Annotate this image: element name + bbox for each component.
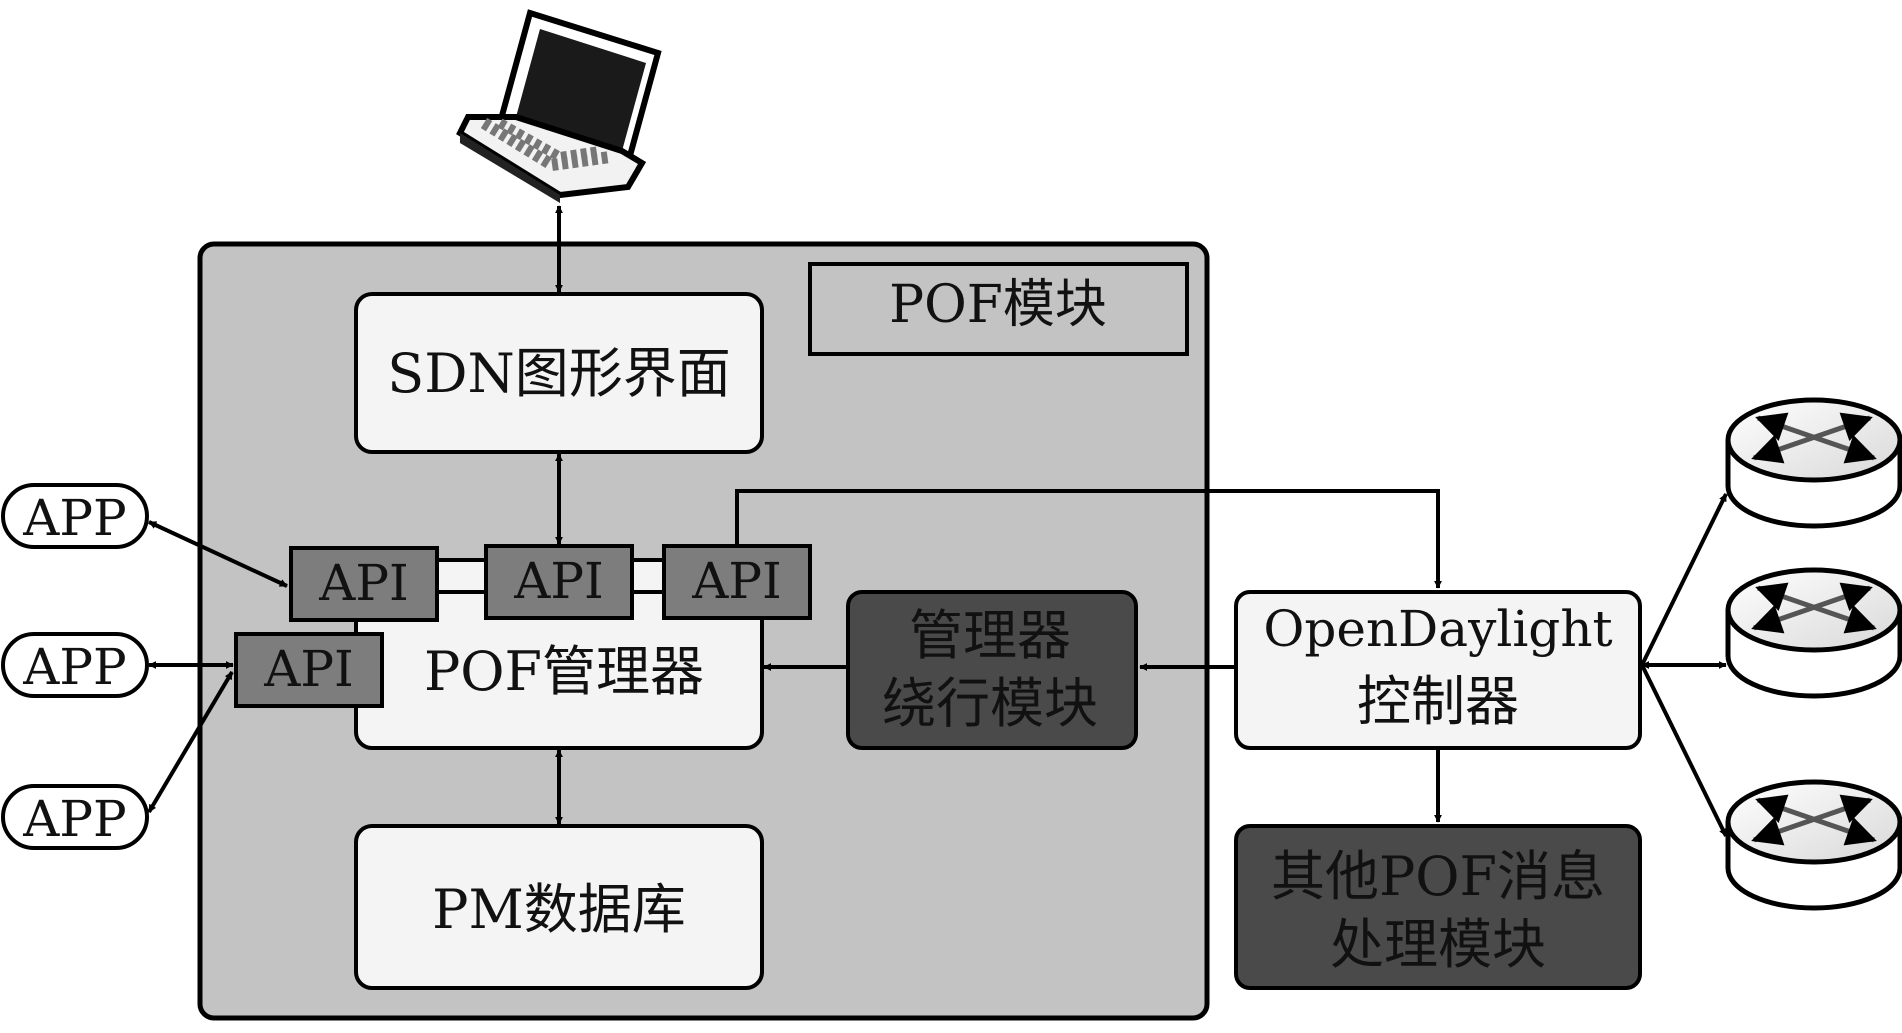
router-icon bbox=[1725, 567, 1902, 699]
other-module-line1: 其他POF消息 bbox=[1271, 845, 1605, 908]
module-title: POF模块 bbox=[889, 275, 1107, 335]
app-pill-top: APP bbox=[1, 483, 149, 549]
pm-database-label: PM数据库 bbox=[432, 878, 686, 941]
app-pill-bottom: APP bbox=[1, 784, 149, 850]
other-module-line2: 处理模块 bbox=[1330, 913, 1546, 976]
laptop-icon bbox=[456, 9, 662, 203]
controller-router-bottom bbox=[1640, 664, 1728, 837]
other-module-box bbox=[1234, 824, 1642, 990]
api-label: API bbox=[513, 552, 604, 610]
api-controller-link bbox=[735, 489, 1442, 589]
api-box-right: API bbox=[662, 544, 812, 620]
api-box-center: API bbox=[484, 544, 634, 620]
sdn-gui-label: SDN图形界面 bbox=[387, 342, 731, 405]
exec-module-line2: 绕行模块 bbox=[882, 672, 1098, 735]
app-label: APP bbox=[22, 638, 126, 696]
controller-router-top bbox=[1640, 493, 1728, 666]
exec-module-box bbox=[846, 590, 1138, 750]
controller-line1: OpenDaylight bbox=[1263, 600, 1612, 658]
app-label: APP bbox=[22, 489, 126, 547]
app-top-arrow bbox=[148, 520, 288, 588]
router-icon bbox=[1725, 397, 1902, 529]
api-box-side: API bbox=[234, 632, 384, 708]
api-label: API bbox=[691, 552, 782, 610]
pof-manager-label: POF管理器 bbox=[424, 640, 704, 703]
exec-module-line1: 管理器 bbox=[909, 604, 1071, 667]
controller-box bbox=[1234, 590, 1642, 750]
app-pill-middle: APP bbox=[1, 632, 149, 698]
api-label: API bbox=[263, 640, 354, 698]
api-label: API bbox=[318, 554, 409, 612]
router-icon bbox=[1725, 779, 1902, 911]
api-box-left: API bbox=[289, 546, 439, 622]
sdn-gui-box bbox=[354, 292, 764, 454]
controller-line2: 控制器 bbox=[1357, 670, 1519, 733]
app-bottom-arrow bbox=[147, 670, 234, 814]
app-label: APP bbox=[22, 790, 126, 848]
module-title-box bbox=[808, 262, 1189, 356]
pm-database-box bbox=[354, 824, 764, 990]
